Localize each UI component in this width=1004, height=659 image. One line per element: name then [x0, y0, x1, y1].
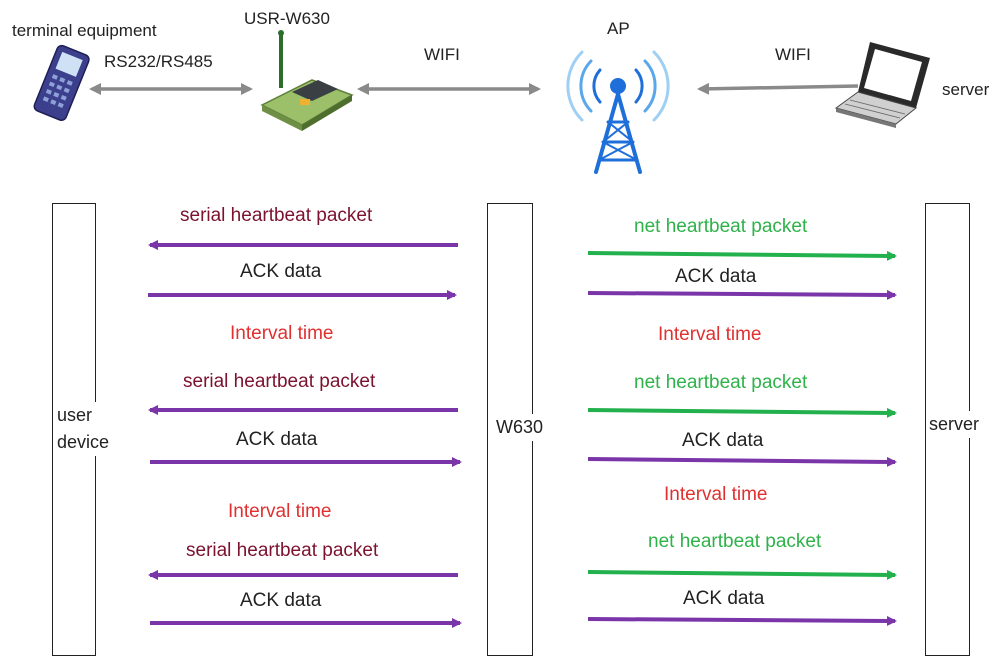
wifi-right-label: WIFI	[775, 45, 811, 64]
ack-right-arrow-3	[587, 615, 897, 626]
ack-right-arrow-2	[587, 456, 897, 467]
rs-interface-label: RS232/RS485	[104, 52, 213, 71]
ap-label: AP	[607, 19, 630, 38]
handheld-terminal-icon	[33, 44, 90, 121]
serial-hb-label-3: serial heartbeat packet	[186, 540, 379, 561]
net-side-arrows	[587, 250, 897, 626]
net-hb-arrow-2	[587, 407, 897, 418]
serial-hb-label-1: serial heartbeat packet	[180, 205, 373, 226]
user-label-line1: user	[57, 405, 93, 425]
ack-left-label-1: ACK data	[240, 261, 322, 282]
laptop-server-icon	[834, 42, 930, 128]
server-top-label: server	[942, 80, 990, 99]
server-lane-label: server	[929, 411, 980, 438]
ack-right-label-3: ACK data	[683, 588, 765, 609]
serial-side-arrows	[148, 240, 462, 628]
interval-left-label-1: Interval time	[230, 323, 334, 344]
top-connection-arrows	[89, 82, 859, 95]
ack-right-label-1: ACK data	[675, 266, 757, 287]
net-hb-label-2: net heartbeat packet	[634, 372, 808, 393]
net-hb-label-3: net heartbeat packet	[648, 531, 822, 552]
ack-right-label-2: ACK data	[682, 430, 764, 451]
net-hb-arrow-3	[587, 569, 897, 580]
interval-right-label-1: Interval time	[658, 324, 762, 345]
wifi-left-label: WIFI	[424, 45, 460, 64]
serial-hb-label-2: serial heartbeat packet	[183, 371, 376, 392]
user-device-lane-label: user device	[57, 402, 110, 456]
usr-w630-label: USR-W630	[244, 9, 330, 28]
user-label-line2: device	[57, 432, 110, 452]
net-hb-label-1: net heartbeat packet	[634, 216, 808, 237]
wifi-right-arrow	[697, 82, 859, 95]
interval-left-label-2: Interval time	[228, 501, 332, 522]
ack-left-label-2: ACK data	[236, 429, 318, 450]
interval-right-label-2: Interval time	[664, 484, 768, 505]
net-hb-arrow-1	[587, 250, 897, 261]
usr-w630-device-icon	[260, 30, 354, 131]
terminal-equipment-label: terminal equipment	[12, 21, 157, 40]
ack-left-label-3: ACK data	[240, 590, 322, 611]
w630-lane-label: W630	[496, 414, 544, 441]
ap-tower-icon	[566, 50, 670, 174]
ack-right-arrow-1	[587, 289, 897, 300]
